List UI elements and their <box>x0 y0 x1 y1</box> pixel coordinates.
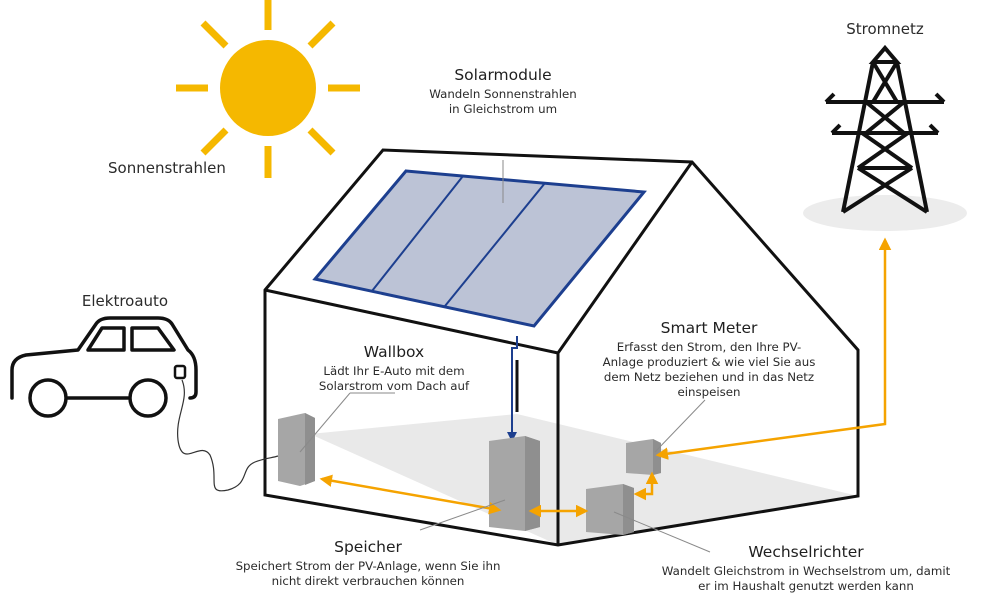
wallbox-desc: Lädt Ihr E-Auto mit dem Solarstrom vom D… <box>318 364 470 394</box>
sun-label: Sonnenstrahlen <box>108 159 226 177</box>
inverter-callout: Wechselrichter Wandelt Gleichstrom in We… <box>656 543 956 594</box>
electric-car-icon <box>10 316 198 418</box>
storage-callout: Speicher Speichert Strom der PV-Anlage, … <box>228 538 508 589</box>
storage-title: Speicher <box>334 538 402 556</box>
wallbox-device <box>278 413 315 486</box>
wallbox-callout: Wallbox Lädt Ihr E-Auto mit dem Solarstr… <box>294 343 494 394</box>
dc-cable <box>507 336 518 442</box>
solar-panel-array <box>312 169 647 328</box>
energy-flow-arrows <box>319 237 892 518</box>
smart-meter-callout: Smart Meter Erfasst den Strom, den Ihre … <box>598 319 820 399</box>
solar-module-desc: Wandeln Sonnenstrahlen in Gleichstrom um <box>429 87 577 117</box>
charging-cable <box>177 379 279 492</box>
smart-meter-device <box>626 439 661 475</box>
inverter-desc: Wandelt Gleichstrom in Wechselstrom um, … <box>661 564 951 594</box>
power-pylon-icon <box>824 44 946 214</box>
wallbox-title: Wallbox <box>363 343 425 361</box>
pylon-shadow <box>803 195 967 231</box>
solar-module-callout: Solarmodule Wandeln Sonnenstrahlen in Gl… <box>388 66 618 117</box>
smart-meter-desc: Erfasst den Strom, den Ihre PV-Anlage pr… <box>602 340 816 399</box>
smart-meter-title: Smart Meter <box>660 319 758 337</box>
storage-desc: Speichert Strom der PV-Anlage, wenn Sie … <box>235 559 501 589</box>
car-label: Elektroauto <box>81 292 169 310</box>
solar-module-title: Solarmodule <box>454 66 552 84</box>
grid-label: Stromnetz <box>846 20 924 38</box>
callout-lines <box>299 160 711 553</box>
house-floor <box>310 414 858 545</box>
inverter-title: Wechselrichter <box>748 543 864 561</box>
sun-icon <box>176 0 360 178</box>
inverter-device <box>586 484 634 535</box>
storage-device <box>489 436 540 531</box>
